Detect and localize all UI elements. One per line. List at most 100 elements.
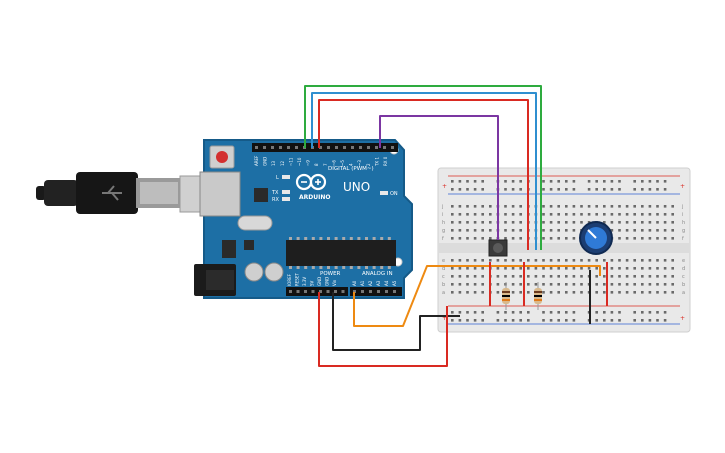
rail-hole [610,311,614,314]
breadboard-hole [648,213,652,216]
breadboard-hole [633,237,636,240]
header-hole [383,146,386,149]
rail-hole [603,188,606,191]
breadboard-hole [625,291,629,294]
breadboard-hole [534,275,538,278]
breadboard-hole [663,259,667,262]
pin-label: A2 [368,280,373,286]
breadboard-hole [633,291,636,294]
breadboard-hole [610,259,614,262]
row-label: c [442,274,445,280]
breadboard-hole [671,213,674,216]
breadboard-hole [603,205,606,208]
chip-pin [357,237,361,240]
rail-hole [565,311,568,314]
breadboard-hole [557,205,560,208]
breadboard-hole [542,237,545,240]
breadboard-hole [519,267,522,270]
rail-hole [549,180,553,183]
rail-hole [648,188,652,191]
breadboard-hole [603,213,606,216]
header-hole [391,146,394,149]
breadboard-hole [671,283,674,286]
breadboard-hole [633,221,636,224]
breadboard-hole [580,291,583,294]
rail-hole [565,180,568,183]
rail-hole [481,180,484,183]
breadboard-hole [641,275,644,278]
breadboard-hole [451,275,454,278]
header-hole [377,290,380,293]
top-rail-plus-right: + [680,183,685,190]
breadboard-hole [451,291,454,294]
breadboard-hole [549,205,553,208]
pin-label: 4 [349,163,354,166]
row-label: a [442,290,445,296]
rail-hole [572,188,576,191]
breadboard-hole [473,229,477,232]
breadboard-hole [557,267,560,270]
header-hole [361,290,364,293]
rail-hole [557,311,560,314]
board-model: UNO [343,180,370,194]
breadboard-hole [496,291,500,294]
breadboard-hole [527,259,530,262]
breadboard-hole [481,237,484,240]
breadboard-hole [489,229,492,232]
header-hole [319,290,322,293]
breadboard-hole [458,205,462,208]
breadboard-hole [565,229,568,232]
breadboard-hole [565,221,568,224]
potentiometer[interactable] [579,221,613,255]
breadboard-hole [587,259,591,262]
rail-hole [542,319,545,322]
chip-pin [372,237,376,240]
breadboard-hole [527,267,530,270]
header-hole [359,146,362,149]
breadboard-hole [565,267,568,270]
rail-hole [466,188,469,191]
breadboard-hole [473,205,477,208]
breadboard-hole [648,283,652,286]
header-hole [279,146,282,149]
header-hole [287,146,290,149]
rail-hole [473,319,477,322]
rail-hole [656,311,659,314]
rail-hole [633,319,636,322]
breadboard-hole [648,291,652,294]
breadboard-hole [542,283,545,286]
breadboard-hole [610,213,614,216]
rail-hole [565,188,568,191]
breadboard-hole [610,291,614,294]
breadboard-hole [527,283,530,286]
pin-label: ~5 [340,160,345,166]
led-tx-label: TX [271,190,279,196]
breadboard-hole [458,291,462,294]
digital-header [252,143,398,152]
breadboard-hole [656,283,659,286]
pin-label: 3.3V [302,277,307,286]
rail-hole [527,311,530,314]
row-label: c [682,274,685,280]
pin-label: GND [325,277,330,286]
breadboard-hole [473,291,477,294]
chip-pin [319,266,323,269]
breadboard-hole [519,259,522,262]
row-label: e [682,258,685,264]
pushbutton[interactable] [488,239,508,257]
pin-label: ~3 [357,160,362,166]
breadboard-hole [671,229,674,232]
breadboard-hole [580,205,583,208]
rail-hole [610,180,614,183]
breadboard-hole [618,267,621,270]
header-hole [375,146,378,149]
header-hole [343,146,346,149]
rail-hole [595,188,598,191]
breadboard-hole [580,221,583,224]
power-label: POWER [320,271,341,277]
breadboard-hole [595,213,598,216]
header-hole [327,146,330,149]
breadboard-hole [542,291,545,294]
rail-hole [542,188,545,191]
rail-hole [451,180,454,183]
